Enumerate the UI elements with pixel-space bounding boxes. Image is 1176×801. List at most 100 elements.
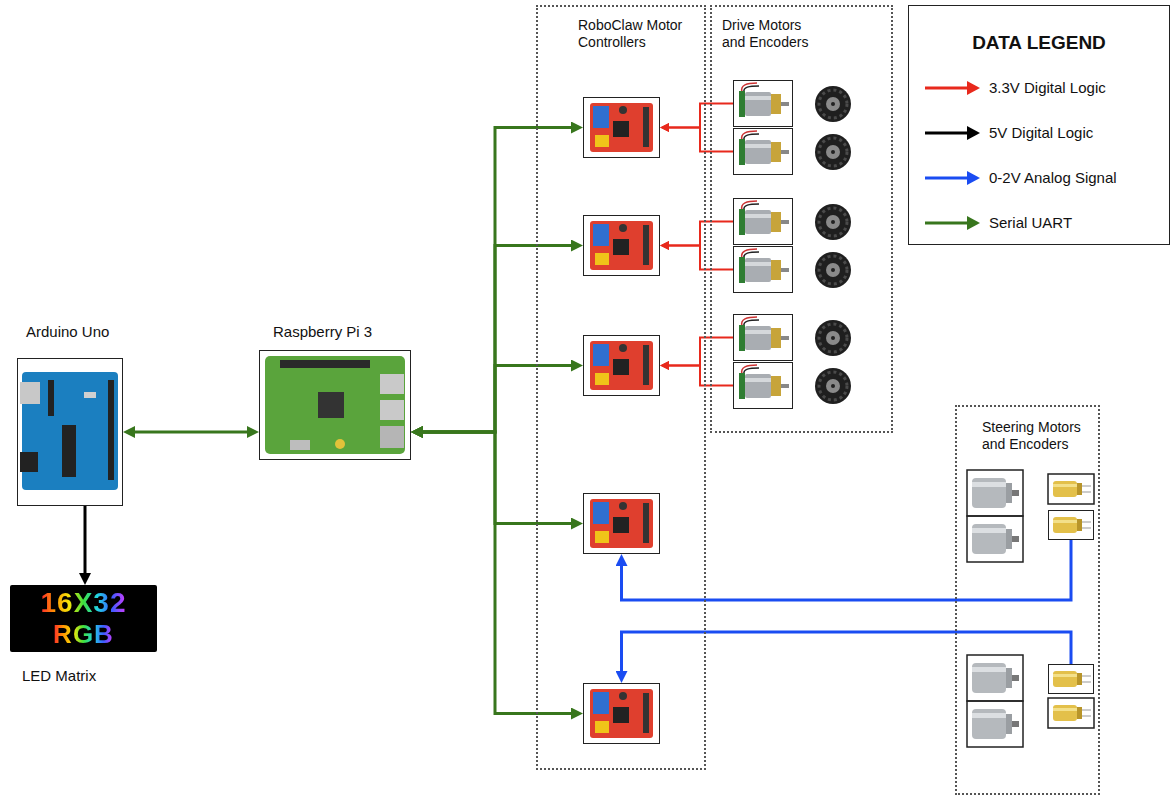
motor-illustration <box>739 365 789 399</box>
group-title: Drive Motors and Encoders <box>722 17 822 51</box>
group-box: Steering Motors and Encoders <box>955 405 1100 795</box>
swatch-line <box>925 177 969 180</box>
led-text: RGB <box>53 621 114 647</box>
encoder-illustration <box>1053 671 1091 687</box>
group-box: Drive Motors and Encoders <box>710 5 893 433</box>
led-matrix-panel: 16X32RGBLED Matrix <box>10 585 157 652</box>
motor-box <box>733 314 793 361</box>
power-jack <box>20 452 38 472</box>
steering-motor-illustration <box>972 709 1019 739</box>
crystal <box>84 392 96 398</box>
signal-connector <box>665 338 733 366</box>
controller-illustration <box>590 103 653 152</box>
motor-box <box>733 246 793 293</box>
microcontroller-chip <box>62 425 76 477</box>
component-label: Arduino Uno <box>26 323 109 341</box>
swatch-line <box>925 87 969 90</box>
signal-connector <box>418 432 576 524</box>
signal-connector <box>622 632 1072 676</box>
legend-box: DATA LEGEND 3.3V Digital Logic 5V Digital … <box>908 5 1170 245</box>
motor-illustration <box>739 83 789 117</box>
steering-motor-illustration <box>972 663 1019 693</box>
wheel-illustration <box>815 320 851 356</box>
audio-jack <box>335 439 345 449</box>
steering-motor-illustration <box>972 524 1019 554</box>
pin-header <box>108 380 114 480</box>
legend-row: 0-2V Analog Signal <box>909 167 1167 189</box>
signal-connector <box>622 540 1072 600</box>
ethernet-port <box>380 426 404 448</box>
legend-title: DATA LEGEND <box>909 6 1169 55</box>
motor-box <box>733 198 793 245</box>
encoder-frame <box>1048 474 1094 504</box>
signal-connector <box>130 431 252 434</box>
signal-connector <box>418 432 576 714</box>
component-label: LED Matrix <box>22 667 96 685</box>
usb-port <box>380 400 404 420</box>
steering-motor-frame <box>967 516 1023 562</box>
steering-motor-frame <box>967 655 1023 701</box>
swatch-arrowhead <box>967 81 980 95</box>
signal-connector <box>665 104 733 128</box>
gpio-header <box>280 360 370 368</box>
legend-row: Serial UART <box>909 212 1167 234</box>
encoder-frame <box>1048 698 1094 728</box>
legend-text: 3.3V Digital Logic <box>989 78 1106 98</box>
signal-connector <box>665 128 733 152</box>
legend-text: Serial UART <box>989 213 1072 233</box>
controller-box <box>583 215 660 276</box>
legend-swatch <box>923 78 981 98</box>
group-title: Steering Motors and Encoders <box>982 419 1094 453</box>
usb-port <box>380 374 404 394</box>
board-box: Raspberry Pi 3 <box>259 350 411 460</box>
controller-box <box>583 493 660 554</box>
swatch-line <box>925 132 969 135</box>
steering-motor-illustration <box>972 478 1019 508</box>
controller-box <box>583 335 660 396</box>
wheel-illustration <box>815 86 851 122</box>
legend-swatch <box>923 213 981 233</box>
swatch-line <box>925 222 969 225</box>
legend-text: 0-2V Analog Signal <box>989 168 1117 188</box>
usb-port <box>20 382 40 404</box>
swatch-arrowhead <box>967 216 980 230</box>
legend-row: 5V Digital Logic <box>909 122 1167 144</box>
motor-illustration <box>739 131 789 165</box>
controller-illustration <box>590 689 653 738</box>
wheel-illustration <box>815 368 851 404</box>
signal-connector <box>665 222 733 246</box>
group-box: RoboClaw Motor Controllers <box>536 5 706 770</box>
signal-connector <box>84 506 87 578</box>
motor-box <box>733 128 793 175</box>
group-title: RoboClaw Motor Controllers <box>578 17 700 51</box>
legend-swatch <box>923 168 981 188</box>
signal-connector <box>418 128 576 433</box>
controller-box <box>583 683 660 744</box>
hdmi-port <box>290 440 310 450</box>
motor-illustration <box>739 249 789 283</box>
pi-board <box>265 356 405 454</box>
wheel-illustration <box>815 134 851 170</box>
wheel-illustration <box>815 204 851 240</box>
swatch-arrowhead <box>967 126 980 140</box>
legend-swatch <box>923 123 981 143</box>
controller-illustration <box>590 221 653 270</box>
component-label: Raspberry Pi 3 <box>273 323 372 341</box>
encoder-illustration <box>1053 481 1091 497</box>
motor-box <box>733 80 793 127</box>
steering-motor-frame <box>967 470 1023 516</box>
motor-box <box>733 362 793 409</box>
signal-connector <box>418 246 576 433</box>
encoder-box <box>1048 664 1094 694</box>
controller-illustration <box>590 341 653 390</box>
legend-row: 3.3V Digital Logic <box>909 77 1167 99</box>
legend-text: 5V Digital Logic <box>989 123 1093 143</box>
signal-connector <box>418 366 576 433</box>
controller-illustration <box>590 499 653 548</box>
soc-chip <box>318 392 344 418</box>
wheel-illustration <box>815 252 851 288</box>
signal-connector <box>665 366 733 386</box>
board-box: Arduino Uno <box>17 358 123 506</box>
encoder-illustration <box>1053 705 1091 721</box>
